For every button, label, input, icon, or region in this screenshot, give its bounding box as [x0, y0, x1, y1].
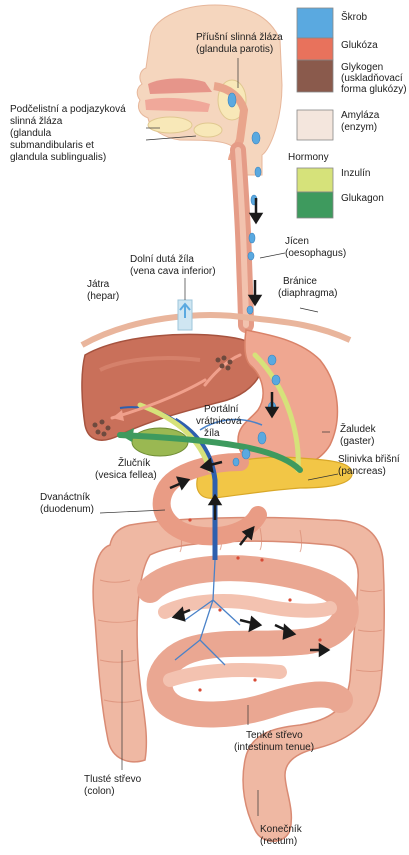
label-rectum-1: Konečník: [260, 824, 303, 835]
label-vena-cava-2: (vena cava inferior): [130, 266, 216, 277]
label-duodenum-2: (duodenum): [40, 504, 94, 515]
legend-swatch-insulin: [297, 168, 333, 192]
label-parotid-2: (glandula parotis): [196, 44, 273, 55]
label-colon-2: (colon): [84, 786, 115, 797]
label-esophagus-1: Jícen: [285, 236, 309, 247]
legend-label-starch: Škrob: [341, 10, 368, 23]
label-pancreas-2: (pancreas): [338, 466, 386, 477]
legend-label-glycogen-3: forma glukózy): [341, 84, 407, 95]
label-duodenum-1: Dvanáctník: [40, 492, 91, 503]
small-intestine: [150, 560, 346, 714]
head-illustration: [137, 5, 282, 175]
label-diaphragm-1: Bránice: [283, 276, 317, 287]
legend: Škrob Glukóza Glykogen (uskladňovací for…: [288, 8, 407, 218]
label-portal-vein-3: žíla: [204, 428, 220, 439]
label-diaphragm-2: (diaphragma): [278, 288, 337, 299]
legend-swatch-glucose: [297, 38, 333, 60]
label-liver-1: Játra: [87, 279, 110, 290]
legend-swatch-glucagon: [297, 192, 333, 218]
label-pancreas-1: Slinivka břišní: [338, 454, 400, 465]
label-parotid-1: Příušní slinná žláza: [196, 32, 283, 43]
legend-label-glucose: Glukóza: [341, 40, 378, 51]
label-portal-vein-2: vrátnicová: [196, 416, 242, 427]
label-vena-cava-1: Dolní dutá žíla: [130, 254, 194, 265]
label-submandibular-1: Podčelistní a podjazyková: [10, 104, 126, 115]
legend-swatch-glycogen: [297, 60, 333, 92]
label-esophagus-2: (oesophagus): [285, 248, 346, 259]
label-gallbladder-2: (vesica fellea): [95, 470, 157, 481]
label-small-intestine-1: Tenké střevo: [246, 730, 303, 741]
label-stomach-1: Žaludek: [340, 422, 377, 435]
label-colon-1: Tlusté střevo: [84, 774, 142, 785]
label-gallbladder-1: Žlučník: [118, 456, 151, 469]
legend-label-glycogen-2: (uskladňovací: [341, 73, 403, 84]
label-submandibular-2: slinná žláza: [10, 116, 63, 127]
legend-hormones-title: Hormony: [288, 152, 329, 163]
label-submandibular-3: (glandula: [10, 128, 52, 139]
legend-label-amylase-1: Amyláza: [341, 110, 380, 121]
gallbladder: [132, 428, 188, 456]
label-liver-2: (hepar): [87, 291, 119, 302]
label-rectum-2: (rectum): [260, 836, 297, 847]
legend-label-insulin: Inzulín: [341, 168, 370, 179]
legend-swatch-starch: [297, 8, 333, 38]
legend-swatch-amylase: [297, 110, 333, 140]
legend-label-glucagon: Glukagon: [341, 193, 384, 204]
legend-label-glycogen-1: Glykogen: [341, 62, 383, 73]
label-portal-vein-1: Portální: [204, 404, 239, 415]
label-small-intestine-2: (intestinum tenue): [234, 742, 314, 753]
label-submandibular-4: submandibularis et: [10, 140, 94, 151]
label-stomach-2: (gaster): [340, 436, 374, 447]
legend-label-amylase-2: (enzym): [341, 122, 377, 133]
label-submandibular-5: glandula sublingualis): [10, 152, 106, 163]
